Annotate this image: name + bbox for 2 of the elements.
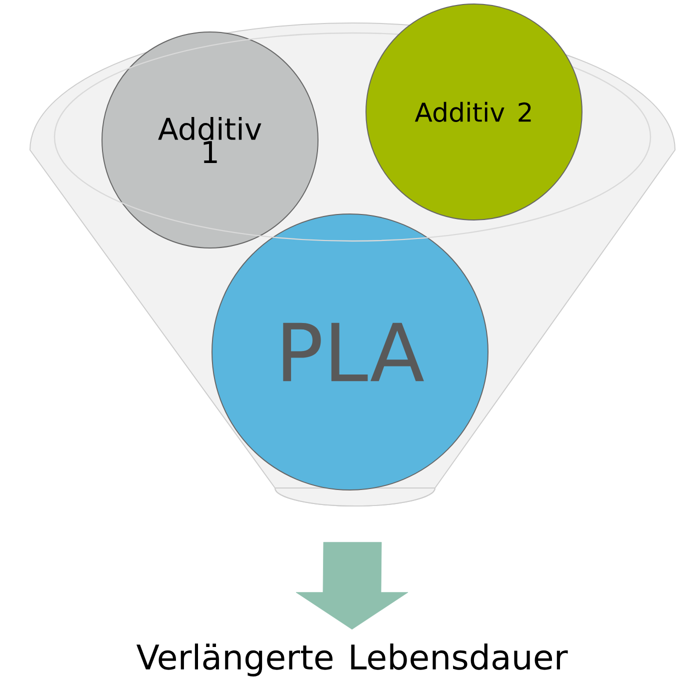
arrow <box>296 542 408 630</box>
result-text: Verlängerte Lebensdauer <box>136 644 568 676</box>
